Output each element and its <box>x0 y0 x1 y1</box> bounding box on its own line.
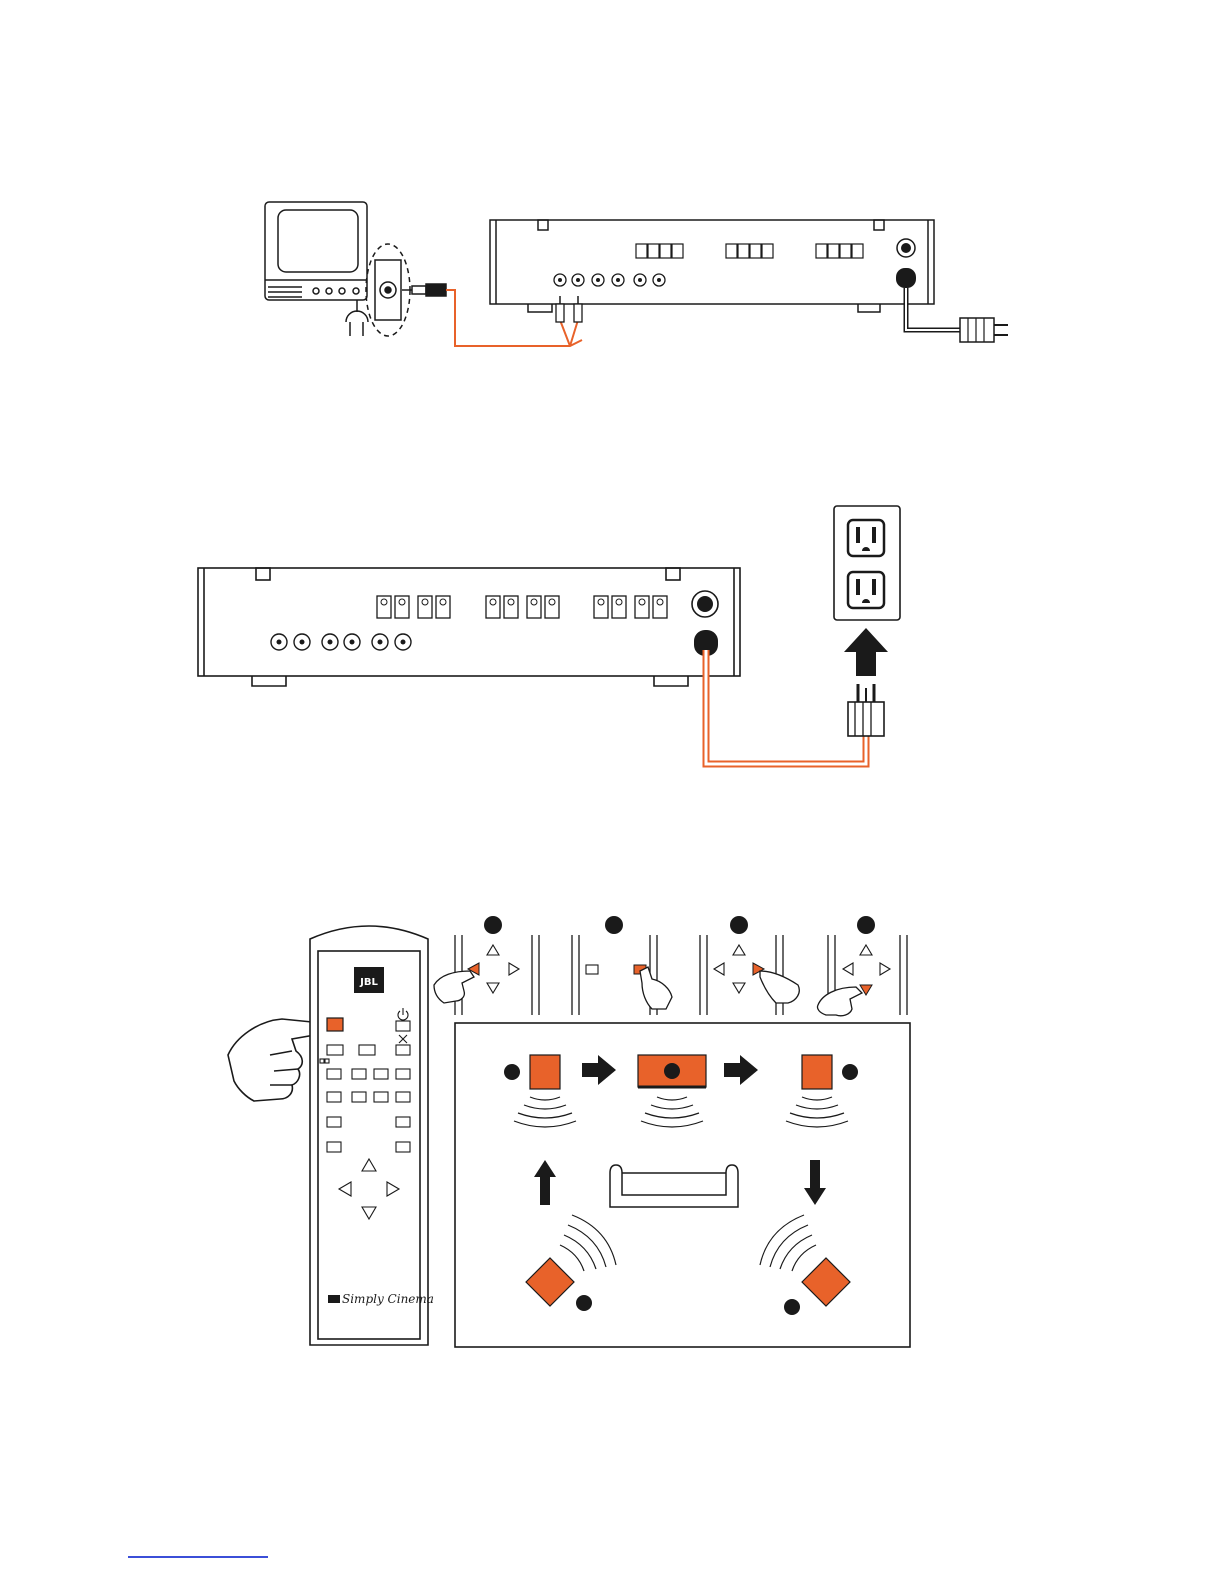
remote-test-tone-diagram: JBL Simply Cinema <box>0 905 1224 1355</box>
surround-left-speaker <box>526 1215 616 1311</box>
receiver-large-knob-icon <box>692 591 718 617</box>
power-plug-icon <box>848 684 884 736</box>
surround-right-speaker <box>760 1215 850 1315</box>
remote-test-tone-figure: JBL Simply Cinema <box>0 905 1224 1360</box>
remote-test-button[interactable] <box>327 1018 343 1031</box>
receiver-large <box>198 568 740 686</box>
tv-button-icon <box>353 288 359 294</box>
center-marker <box>664 1063 680 1079</box>
step-4-hand-icon <box>817 987 862 1016</box>
tv-power-plug-icon <box>346 300 368 336</box>
plug-in-arrow-icon <box>844 628 888 676</box>
sofa-icon <box>610 1165 738 1207</box>
receiver-outlet-connection-figure <box>0 490 1224 795</box>
receiver-outlet-diagram <box>0 490 1224 790</box>
front-left-marker <box>504 1064 520 1080</box>
television <box>265 202 367 300</box>
footer-link-rule <box>128 1556 268 1558</box>
step-1-arrows <box>487 945 519 993</box>
receiver-large-power-cord <box>694 630 866 764</box>
remote-logo: JBL <box>359 977 378 988</box>
step-3-hand-icon <box>760 971 799 1003</box>
receiver-top-knob-icon <box>897 239 915 257</box>
receiver-large-rca-jacks <box>271 634 411 650</box>
step-hands <box>434 967 862 1016</box>
center-speaker <box>638 1055 706 1127</box>
front-right-speaker <box>786 1055 858 1127</box>
receiver-top-speaker-terminals <box>636 244 863 258</box>
mini-jack-plug-icon <box>402 284 446 296</box>
step-2-button-icon <box>586 965 598 974</box>
receiver-top <box>490 220 934 312</box>
step-markers <box>484 916 875 934</box>
receiver-top-rca-jacks <box>554 274 665 286</box>
surround-right-marker <box>784 1299 800 1315</box>
flow-arrow-right-icon-1 <box>582 1055 616 1085</box>
remote-brand: Simply Cinema <box>342 1292 434 1306</box>
flow-arrow-down-icon <box>804 1160 826 1205</box>
tv-receiver-diagram <box>0 180 1224 370</box>
step-3-arrows <box>714 945 745 993</box>
rca-plugs-icon <box>556 296 582 322</box>
step-1-hand-icon <box>434 971 474 1003</box>
step-4-arrows <box>843 945 890 975</box>
receiver-large-rca-centers <box>277 640 406 645</box>
step-marker-3 <box>730 916 748 934</box>
flow-arrow-up-icon <box>534 1160 556 1205</box>
wall-outlet <box>834 506 900 620</box>
front-left-speaker <box>504 1055 576 1127</box>
step-marker-1 <box>484 916 502 934</box>
receiver-top-power-cord <box>896 268 1008 342</box>
step-marker-2 <box>605 916 623 934</box>
step-2-hand-icon <box>640 967 672 1009</box>
flow-arrow-right-icon-2 <box>724 1055 758 1085</box>
receiver-large-speaker-terminals <box>377 596 667 618</box>
tv-receiver-connection-figure <box>0 180 1224 375</box>
remote-control: JBL Simply Cinema <box>310 926 434 1345</box>
surround-left-marker <box>576 1295 592 1311</box>
step-marker-4 <box>857 916 875 934</box>
front-right-marker <box>842 1064 858 1080</box>
